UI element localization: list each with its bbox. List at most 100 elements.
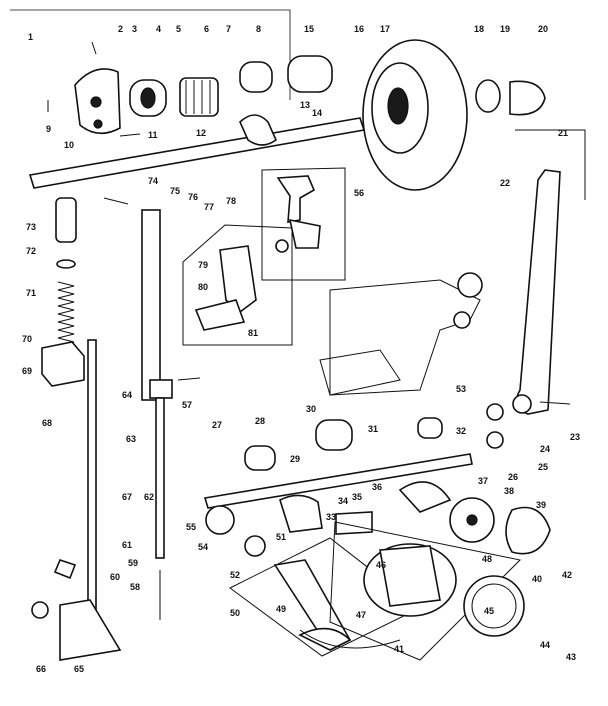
label-7: 7: [226, 24, 231, 34]
label-72: 72: [26, 246, 36, 256]
part-29: [244, 445, 276, 471]
part-6-gear: [179, 77, 219, 117]
part-19-knob: [509, 80, 546, 116]
label-15: 15: [304, 24, 314, 34]
part-52: [244, 535, 266, 557]
part-67: [53, 559, 77, 580]
label-55: 55: [186, 522, 196, 532]
label-52: 52: [230, 570, 240, 580]
label-44: 44: [540, 640, 550, 650]
part-71-spring: [57, 281, 75, 355]
label-75: 75: [170, 186, 180, 196]
label-60: 60: [110, 572, 120, 582]
label-36: 36: [372, 482, 382, 492]
part-32: [417, 417, 443, 439]
label-24: 24: [540, 444, 550, 454]
label-73: 73: [26, 222, 36, 232]
label-65: 65: [74, 664, 84, 674]
label-9: 9: [46, 124, 51, 134]
label-28: 28: [255, 416, 265, 426]
label-18: 18: [474, 24, 484, 34]
label-16: 16: [354, 24, 364, 34]
label-12: 12: [196, 128, 206, 138]
part-22-rock-shaft: [486, 129, 586, 449]
label-11: 11: [148, 130, 158, 140]
label-42: 42: [562, 570, 572, 580]
label-14: 14: [312, 108, 322, 118]
label-3: 3: [132, 24, 137, 34]
label-63: 63: [126, 434, 136, 444]
label-58: 58: [130, 582, 140, 592]
part-35: [335, 511, 373, 535]
label-6: 6: [204, 24, 209, 34]
part-72-washer: [56, 259, 76, 269]
label-20: 20: [538, 24, 548, 34]
label-61: 61: [122, 540, 132, 550]
part-15-cam: [287, 55, 333, 93]
needle-bar-group: [31, 197, 201, 661]
part-36-shaft: [203, 453, 473, 509]
label-50: 50: [230, 608, 240, 618]
label-54: 54: [198, 542, 208, 552]
hook-assembly: [229, 521, 525, 661]
part-73: [55, 197, 77, 243]
label-39: 39: [536, 500, 546, 510]
part-30: [315, 419, 353, 451]
label-27: 27: [212, 420, 222, 430]
label-40: 40: [532, 574, 542, 584]
label-38: 38: [504, 486, 514, 496]
label-57: 57: [182, 400, 192, 410]
label-8: 8: [256, 24, 261, 34]
part-39-bobbin-case: [505, 506, 551, 555]
label-41: 41: [394, 644, 404, 654]
label-29: 29: [290, 454, 300, 464]
label-47: 47: [356, 610, 366, 620]
label-53: 53: [456, 384, 466, 394]
part-45-gib: [463, 575, 525, 637]
label-13: 13: [300, 100, 310, 110]
label-48: 48: [482, 554, 492, 564]
callout-labels: 1 2 3 4 5 6 7 8 9 10 11 12 13 14 15 16 1…: [22, 24, 580, 674]
label-23: 23: [570, 432, 580, 442]
machine-sketch: [319, 272, 483, 396]
label-69: 69: [22, 366, 32, 376]
label-81: 81: [248, 328, 258, 338]
label-26: 26: [508, 472, 518, 482]
inset-78-81: [182, 224, 293, 346]
label-19: 19: [500, 24, 510, 34]
label-77: 77: [204, 202, 214, 212]
label-46: 46: [376, 560, 386, 570]
label-22: 22: [500, 178, 510, 188]
label-62: 62: [144, 492, 154, 502]
part-54-gear: [205, 505, 235, 535]
label-1: 1: [28, 32, 33, 42]
label-74: 74: [148, 176, 158, 186]
part-65-presser-foot: [59, 599, 122, 661]
part-70-block: [41, 341, 85, 387]
label-21: 21: [558, 128, 568, 138]
label-68: 68: [42, 418, 52, 428]
label-4: 4: [156, 24, 161, 34]
label-64: 64: [122, 390, 132, 400]
label-70: 70: [22, 334, 32, 344]
label-25: 25: [538, 462, 548, 472]
inset-56: [261, 167, 346, 281]
arm-shaft-group: [10, 9, 546, 191]
part-68-presser-bar: [87, 339, 97, 611]
label-71: 71: [26, 288, 36, 298]
label-51: 51: [276, 532, 286, 542]
label-32: 32: [456, 426, 466, 436]
label-56: 56: [354, 188, 364, 198]
label-37: 37: [478, 476, 488, 486]
label-17: 17: [380, 24, 390, 34]
feed-shaft-group: [203, 417, 551, 557]
part-18-washer: [475, 79, 501, 113]
label-35: 35: [352, 492, 362, 502]
label-10: 10: [64, 140, 74, 150]
label-34: 34: [338, 496, 348, 506]
label-43: 43: [566, 652, 576, 662]
label-31: 31: [368, 424, 378, 434]
label-78: 78: [226, 196, 236, 206]
label-59: 59: [128, 558, 138, 568]
